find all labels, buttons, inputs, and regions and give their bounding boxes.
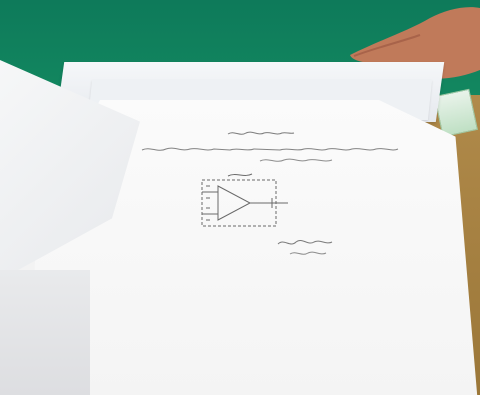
- handwritten-line-strokes: [141, 147, 399, 162]
- bottom-border: [0, 395, 480, 405]
- hand-icon: [350, 7, 480, 79]
- circuit-diagram-icon: [201, 173, 288, 227]
- handwritten-title-strokes: [227, 131, 295, 135]
- folded-paper-lower: [0, 270, 90, 405]
- handwritten-signature-strokes: [277, 239, 333, 255]
